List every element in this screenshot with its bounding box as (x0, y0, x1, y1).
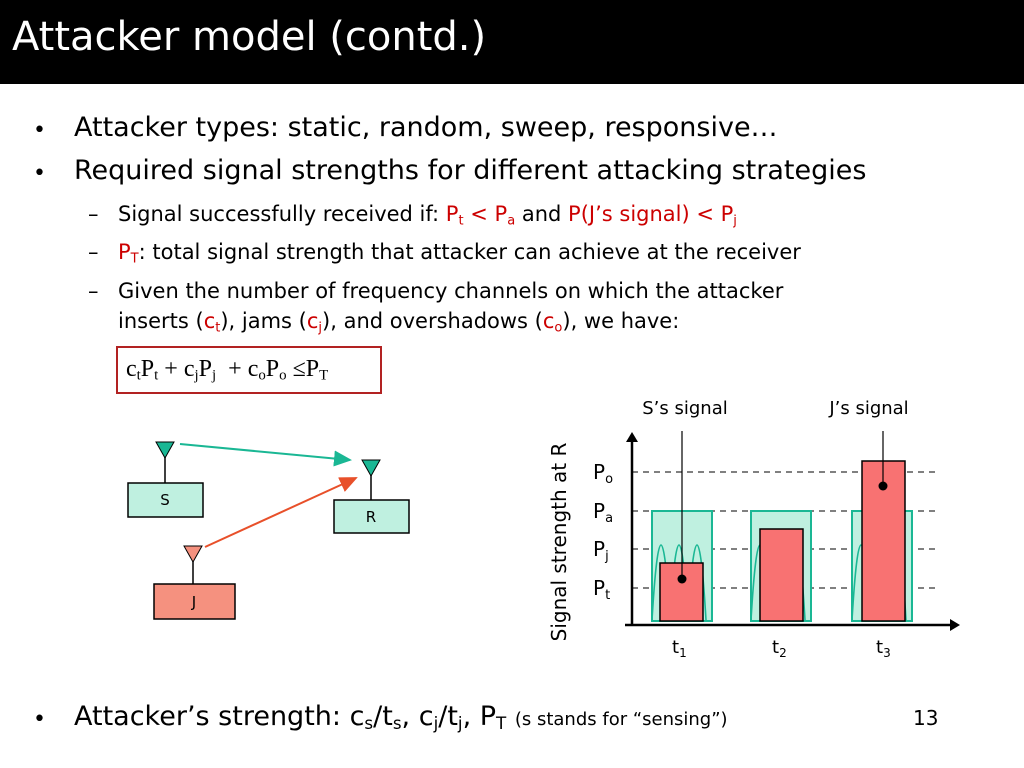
subbullet-marker: – (88, 279, 99, 303)
jammer-node: J (153, 545, 236, 620)
receiver-node: R (333, 459, 410, 534)
legend-s-signal: S’s signal (642, 398, 728, 419)
sender-antenna-icon (155, 441, 175, 460)
subbullet-total-strength: PT: total signal strength that attacker … (118, 240, 801, 267)
bullet-attacker-strength: Attacker’s strength: cs/ts, cj/tj, PT (s… (74, 701, 728, 734)
legend-j-signal: J’s signal (828, 398, 908, 419)
jammer-label: J (191, 593, 196, 611)
title-bar: Attacker model (contd.) (0, 0, 1024, 84)
subbullet-channels-line1: Given the number of frequency channels o… (118, 279, 784, 303)
level-label-pj: Pj (593, 537, 609, 564)
bullet-marker: • (33, 118, 46, 143)
signal-strength-chart: Signal strength at R S’ (547, 398, 960, 660)
receiver-label: R (366, 508, 376, 526)
bullet-marker: • (33, 161, 46, 186)
subbullet-marker: – (88, 240, 99, 264)
jammer-to-receiver-arrow (204, 477, 358, 548)
sensing-note: (s stands for “sensing”) (514, 709, 728, 730)
sender-label: S (160, 491, 170, 509)
bullet-required-strengths: Required signal strengths for different … (74, 155, 867, 186)
formula-box: ctPt + cjPj + coPo ≤PT (116, 346, 382, 394)
subbullet-marker: – (88, 202, 99, 226)
strength-formula: ctPt + cjPj + coPo ≤PT (126, 356, 329, 384)
subbullet-channels-line2: inserts (ct), jams (cj), and overshadows… (118, 309, 680, 336)
bullet-attacker-types: Attacker types: static, random, sweep, r… (74, 112, 778, 143)
level-label-pa: Pa (593, 499, 613, 526)
jammer-bar-t2 (759, 528, 804, 622)
time-label-t2: t2 (772, 637, 787, 660)
sender-to-receiver-arrow (179, 443, 352, 467)
level-label-pt: Pt (593, 576, 610, 603)
level-label-po: Po (593, 460, 613, 487)
page-number: 13 (913, 706, 939, 730)
time-label-t1: t1 (672, 637, 687, 660)
chart-ylabel: Signal strength at R (547, 443, 571, 642)
sender-node: S (127, 441, 204, 518)
subbullet-received-condition: Signal successfully received if: Pt < Pa… (118, 202, 737, 229)
jammer-antenna-icon (183, 545, 203, 564)
bullet-marker: • (33, 707, 46, 732)
slide-title: Attacker model (contd.) (12, 14, 487, 60)
time-label-t3: t3 (876, 637, 891, 660)
receiver-antenna-icon (361, 459, 381, 478)
